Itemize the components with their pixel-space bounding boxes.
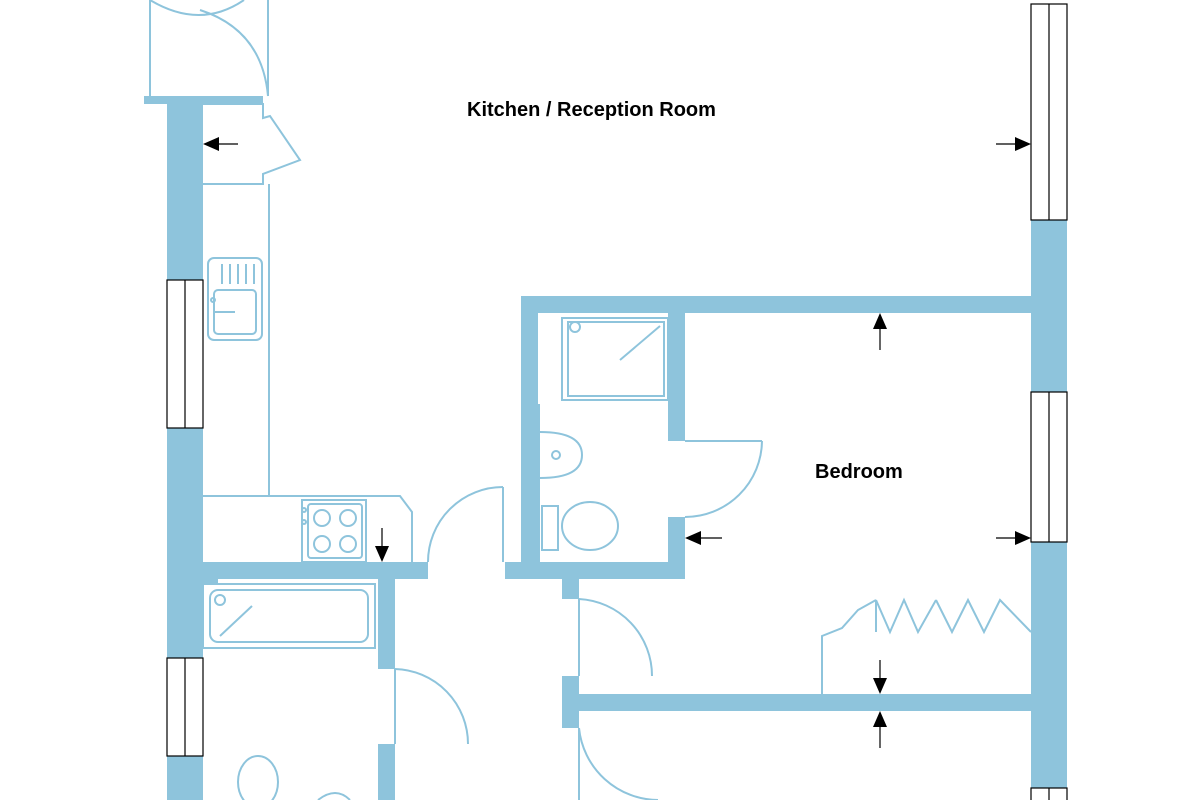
arrow-bedroom-left bbox=[685, 531, 722, 545]
ensuite-left-wall-upper bbox=[521, 296, 538, 404]
ensuite-door bbox=[684, 440, 763, 518]
bathroom-toilet bbox=[237, 755, 351, 800]
dimension-arrows bbox=[203, 137, 1031, 748]
ensuite-shower bbox=[561, 317, 669, 401]
kitchen-worktop bbox=[203, 184, 413, 562]
arrow-kitchen-left bbox=[203, 137, 238, 151]
left-outer-wall-middle bbox=[167, 428, 203, 658]
bathroom-right-wall-lower bbox=[378, 744, 395, 800]
window-bottom-right bbox=[1030, 787, 1068, 800]
wardrobe bbox=[821, 597, 1032, 694]
bedroom-door bbox=[578, 598, 654, 677]
bathroom-door bbox=[394, 668, 469, 745]
hallway-top-wall bbox=[203, 562, 428, 579]
arrow-corridor-top bbox=[873, 711, 887, 748]
arrow-bedroom-right bbox=[996, 531, 1031, 545]
ensuite-left-wall-lower bbox=[521, 404, 540, 564]
ensuite-toilet bbox=[541, 501, 619, 551]
window-kitchen-right bbox=[1030, 3, 1068, 221]
cupboard-wall bbox=[203, 96, 263, 104]
room-label-bedroom: Bedroom bbox=[815, 461, 903, 483]
window-bedroom-right bbox=[1030, 391, 1068, 543]
entrance-door bbox=[149, 0, 269, 104]
window-kitchen-left bbox=[166, 279, 204, 429]
bathroom-right-wall-upper bbox=[378, 579, 395, 669]
corridor-door bbox=[578, 727, 659, 800]
right-outer-wall-lower bbox=[1031, 542, 1067, 788]
kitchen-bedroom-partition bbox=[521, 296, 1033, 313]
bedroom-bottom-wall bbox=[579, 694, 1031, 711]
windows bbox=[166, 3, 1068, 800]
corridor-top-wall bbox=[562, 676, 579, 728]
left-outer-wall-upper bbox=[167, 96, 203, 280]
ensuite-basin bbox=[539, 431, 584, 479]
cupboard-door bbox=[203, 103, 302, 185]
ensuite-right-wall-upper bbox=[668, 313, 685, 441]
doors bbox=[149, 0, 763, 800]
window-bathroom-left bbox=[166, 657, 204, 757]
arrow-bedroom-top bbox=[873, 313, 887, 350]
kitchen-sink bbox=[207, 257, 263, 341]
ensuite-bottom-wall bbox=[505, 562, 685, 579]
walls bbox=[144, 96, 1067, 800]
right-outer-wall-upper bbox=[1031, 220, 1067, 392]
room-label-kitchen-reception: Kitchen / Reception Room bbox=[467, 99, 716, 121]
bath bbox=[202, 583, 376, 649]
left-wall-cap bbox=[144, 96, 170, 104]
arrow-bedroom-bottom bbox=[873, 660, 887, 694]
hallway-kitchen-door bbox=[427, 486, 504, 563]
arrow-kitchen-bottom bbox=[375, 528, 389, 562]
left-outer-wall-lower bbox=[167, 756, 203, 800]
kitchen-hob bbox=[301, 499, 367, 563]
arrow-kitchen-right bbox=[996, 137, 1031, 151]
hallway-stub bbox=[562, 579, 579, 599]
